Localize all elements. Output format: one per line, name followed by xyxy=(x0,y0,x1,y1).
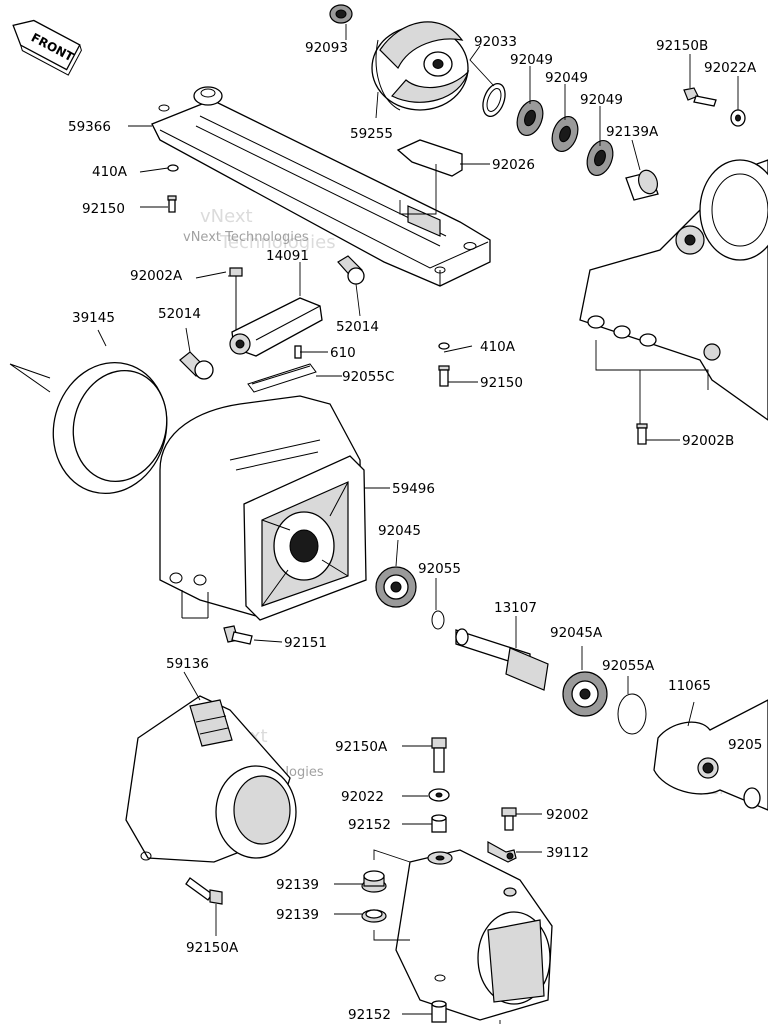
bolt-92002B xyxy=(636,423,648,445)
label-59366: 59366 xyxy=(68,119,111,135)
label-59136: 59136 xyxy=(166,656,209,672)
label-92093: 92093 xyxy=(305,40,348,56)
washer-92022 xyxy=(428,788,450,802)
bolt-92150B xyxy=(683,87,717,107)
label-92026: 92026 xyxy=(492,157,535,173)
oil-seal-92049-b xyxy=(551,115,579,153)
label-39112: 39112 xyxy=(546,845,589,861)
oil-seal-92049-c xyxy=(586,139,614,177)
label-92150-mid: 92150 xyxy=(480,375,523,391)
oil-seal-92049-a xyxy=(516,99,544,137)
label-92152-top: 92152 xyxy=(348,817,391,833)
steering-nozzle xyxy=(395,849,553,1021)
label-92022: 92022 xyxy=(341,789,384,805)
label-9205-partial: 9205 xyxy=(728,737,762,753)
label-92055: 92055 xyxy=(418,561,461,577)
bolt-92150A-nozzle xyxy=(185,877,223,905)
o-ring-92055 xyxy=(431,610,445,630)
bolt-92150-mid xyxy=(438,365,450,387)
label-92002: 92002 xyxy=(546,807,589,823)
fitting-52014-left xyxy=(179,351,214,380)
label-92150B: 92150B xyxy=(656,38,708,54)
label-92049-b: 92049 xyxy=(545,70,588,86)
leader-lines xyxy=(97,24,739,1024)
pump-case-right xyxy=(579,159,768,421)
nozzle-59136 xyxy=(125,695,297,863)
label-92022A: 92022A xyxy=(704,60,757,76)
label-52014-left: 52014 xyxy=(158,306,201,322)
sensor-14091 xyxy=(229,297,323,357)
label-92055C: 92055C xyxy=(342,369,394,385)
pump-plate-59366 xyxy=(151,86,491,287)
washer-92022A xyxy=(730,109,746,127)
bearing-92045A xyxy=(562,671,608,717)
impeller-59255 xyxy=(371,21,470,111)
label-13107: 13107 xyxy=(494,600,537,616)
label-92151: 92151 xyxy=(284,635,327,651)
ring-39145 xyxy=(9,361,168,495)
washer-410A-mid xyxy=(438,342,450,350)
bushing-92139-upper xyxy=(361,870,387,893)
bushing-92139-lower xyxy=(361,909,387,923)
gasket-92055C xyxy=(247,363,317,393)
bolt-92151 xyxy=(223,625,253,645)
label-92139-upper: 92139 xyxy=(276,877,319,893)
label-92150A-upper: 92150A xyxy=(335,739,388,755)
pump-case-59496 xyxy=(159,395,367,621)
label-92045A: 92045A xyxy=(550,625,603,641)
label-92055A: 92055A xyxy=(602,658,655,674)
label-92150-top: 92150 xyxy=(82,201,125,217)
cap-11065 xyxy=(653,699,768,811)
label-610: 610 xyxy=(330,345,356,361)
shaft-13107 xyxy=(455,628,549,691)
collar-92152-top xyxy=(431,814,447,833)
label-92049-c: 92049 xyxy=(580,92,623,108)
label-39145: 39145 xyxy=(72,310,115,326)
front-direction-arrow: FRONT xyxy=(12,19,82,76)
label-52014-right: 52014 xyxy=(336,319,379,335)
bearing-92045 xyxy=(375,566,417,608)
label-59255: 59255 xyxy=(350,126,393,142)
part-labels: 92093 92033 92049 92049 92049 92150B 920… xyxy=(68,34,762,1023)
label-410A-mid: 410A xyxy=(480,339,516,355)
watermark-full-1: vNext Technologies xyxy=(183,230,309,245)
bushing-92139A xyxy=(625,169,659,201)
bolt-92150A-upper xyxy=(431,737,447,773)
washer-410A-top xyxy=(167,164,179,172)
label-92033: 92033 xyxy=(474,34,517,50)
label-92002B: 92002B xyxy=(682,433,734,449)
collar-92152-bottom xyxy=(431,1000,447,1023)
watermark-company-1: Technologies xyxy=(219,232,336,253)
lever-39112 xyxy=(487,840,517,863)
cap-92093 xyxy=(329,4,353,24)
label-92049-a: 92049 xyxy=(510,52,553,68)
label-92139A: 92139A xyxy=(606,124,659,140)
pipe-92026 xyxy=(396,139,463,177)
label-59496: 59496 xyxy=(392,481,435,497)
label-92139-lower: 92139 xyxy=(276,907,319,923)
front-arrow-shape xyxy=(12,19,81,71)
label-92045: 92045 xyxy=(378,523,421,539)
watermark-brand-1: vNext xyxy=(200,206,253,227)
label-92152-bottom: 92152 xyxy=(348,1007,391,1023)
fitting-52014-right xyxy=(337,255,365,285)
label-11065: 11065 xyxy=(668,678,711,694)
label-92002A: 92002A xyxy=(130,268,183,284)
bolt-92150-top xyxy=(167,195,177,213)
label-14091: 14091 xyxy=(266,248,309,264)
ring-92033 xyxy=(482,83,506,117)
o-ring-92055A xyxy=(617,693,647,735)
label-410A-top: 410A xyxy=(92,164,128,180)
label-92150A-nozzle: 92150A xyxy=(186,940,239,956)
bolt-92002 xyxy=(501,807,517,831)
